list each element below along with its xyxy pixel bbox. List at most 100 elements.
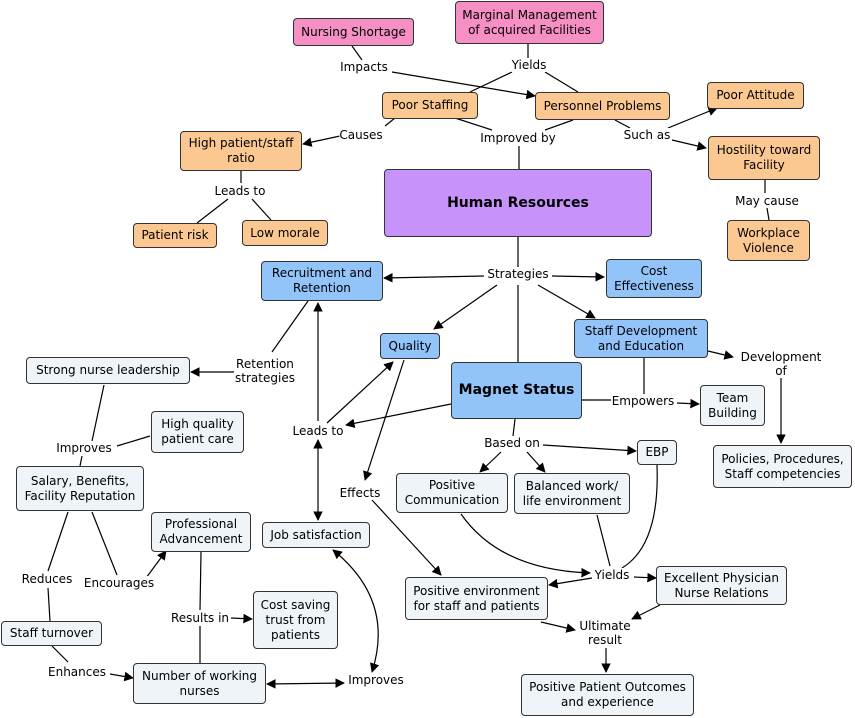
label-empowers: Empowers [611, 394, 675, 408]
node-balanced-work[interactable]: Balanced work/ life environment [514, 473, 630, 514]
node-cost-effectiveness[interactable]: Cost Effectiveness [606, 259, 702, 298]
node-cost-saving[interactable]: Cost saving trust from patients [253, 591, 338, 649]
edge-turnover-enhances [51, 645, 69, 663]
label-improves-left: Improves [56, 441, 112, 455]
node-physician-relations[interactable]: Excellent Physician Nurse Relations [656, 566, 787, 605]
node-human-resources[interactable]: Human Resources [384, 169, 652, 237]
edge-impacts-personnel [391, 71, 536, 100]
edge-salary-reduces [47, 511, 69, 572]
label-effects: Effects [339, 486, 381, 500]
edge-leadsto-quality [326, 361, 394, 424]
label-improved-by: Improved by [480, 131, 556, 145]
label-encourages: Encourages [83, 576, 155, 590]
label-may-cause: May cause [735, 194, 799, 208]
edge-strategies-cost [551, 272, 605, 282]
label-leads-to-top: Leads to [214, 184, 266, 198]
edge-ebp-yields [621, 464, 658, 569]
node-hostility[interactable]: Hostility toward Facility [708, 136, 820, 180]
label-such-as: Such as [623, 128, 671, 142]
edge-yields-positiveenv [548, 577, 593, 589]
label-improves-bottom: Improves [348, 673, 404, 687]
node-ebp[interactable]: EBP [637, 440, 677, 465]
node-professional-advancement[interactable]: Professional Advancement [151, 512, 251, 552]
edge-physician-ultimate [631, 604, 661, 620]
edge-reduces-turnover [47, 587, 51, 622]
edge-recruitment-retention [271, 300, 309, 353]
label-ultimate-result: Ultimate result [579, 619, 631, 647]
node-poor-attitude[interactable]: Poor Attitude [707, 82, 804, 109]
edge-personnel-suchas [614, 119, 631, 129]
label-leads-to-mid: Leads to [292, 424, 344, 438]
node-staff-development[interactable]: Staff Development and Education [574, 319, 708, 358]
edge-leadsto-morale [251, 198, 272, 221]
edge-personnel-improved [544, 119, 574, 131]
node-quality[interactable]: Quality [380, 333, 440, 359]
edge-yields-physician [633, 572, 657, 583]
edge-suchas-attitude [667, 106, 718, 129]
node-positive-outcomes[interactable]: Positive Patient Outcomes and experience [521, 674, 694, 716]
node-salary[interactable]: Salary, Benefits, Facility Reputation [16, 466, 144, 511]
node-workplace-violence[interactable]: Workplace Violence [727, 220, 810, 261]
edge-basedon-comm [479, 451, 502, 473]
edge-shortage-impacts [351, 45, 363, 61]
node-strong-leadership[interactable]: Strong nurse leadership [26, 357, 190, 384]
edge-suchas-hostility [671, 139, 707, 151]
label-causes: Causes [339, 128, 383, 142]
edge-causes-ratio [302, 135, 341, 147]
edge-working-improves [266, 678, 345, 689]
edge-balanced-yields [596, 514, 611, 567]
node-positive-environment[interactable]: Positive environment for staff and patie… [405, 577, 548, 620]
label-based-on: Based on [484, 436, 540, 450]
edge-poorstaffing-improved [454, 117, 493, 131]
node-personnel-problems[interactable]: Personnel Problems [535, 92, 670, 120]
edge-basedon-ebp [542, 444, 637, 456]
node-high-quality-care[interactable]: High quality patient care [151, 411, 244, 453]
node-recruitment[interactable]: Recruitment and Retention [261, 261, 383, 301]
label-retention-strategies: Retention strategies [235, 357, 295, 385]
label-impacts: Impacts [340, 60, 388, 74]
edge-comm-yields [460, 513, 591, 578]
edge-encourages-profadv [145, 550, 167, 579]
edge-positiveenv-ultimate [540, 621, 576, 633]
edge-strategies-recruitment [383, 273, 485, 283]
label-development-of: Development of [740, 350, 822, 378]
node-marginal-management[interactable]: Marginal Management of acquired Faciliti… [455, 1, 604, 44]
edge-empowers-team [676, 398, 700, 409]
edge-jobsat-improves [332, 549, 380, 673]
label-strategies: Strategies [487, 267, 549, 281]
edge-enhances-working [109, 671, 134, 682]
edge-strategies-staffdev [537, 284, 596, 319]
node-job-satisfaction[interactable]: Job satisfaction [262, 522, 370, 548]
node-patient-risk[interactable]: Patient risk [133, 223, 217, 248]
edge-staffdev-devof [707, 350, 734, 360]
edge-maycause-violence [766, 207, 770, 221]
node-staff-turnover[interactable]: Staff turnover [1, 621, 102, 646]
node-policies[interactable]: Policies, Procedures, Staff competencies [713, 445, 852, 488]
edge-basedon-balanced [526, 451, 546, 473]
node-working-nurses[interactable]: Number of working nurses [133, 663, 266, 704]
node-poor-staffing[interactable]: Poor Staffing [382, 92, 478, 119]
edge-effects-positiveenv [371, 499, 442, 576]
edge-strategies-quality [433, 284, 498, 330]
label-results-in: Results in [170, 611, 230, 625]
edge-improves-salary [79, 455, 83, 467]
node-positive-communication[interactable]: Positive Communication [396, 473, 508, 513]
edge-quality-effects [363, 359, 405, 481]
edge-magnet-basedon [512, 418, 516, 437]
node-high-ratio[interactable]: High patient/staff ratio [180, 131, 302, 171]
label-reduces: Reduces [21, 572, 73, 586]
edge-leadership-improves [91, 384, 105, 442]
node-magnet-status[interactable]: Magnet Status [451, 362, 582, 419]
edge-yields-personnel [544, 71, 579, 93]
label-yields-bottom: Yields [594, 568, 630, 582]
node-nursing-shortage[interactable]: Nursing Shortage [293, 18, 414, 46]
node-low-morale[interactable]: Low morale [242, 220, 328, 246]
edge-leadsto-risk [196, 198, 229, 224]
node-team-building[interactable]: Team Building [700, 385, 765, 426]
label-enhances: Enhances [48, 665, 106, 679]
edge-yields-poorstaffing [469, 71, 513, 93]
edge-magnet-leadsto [345, 403, 452, 429]
label-yields-top: Yields [511, 58, 547, 72]
